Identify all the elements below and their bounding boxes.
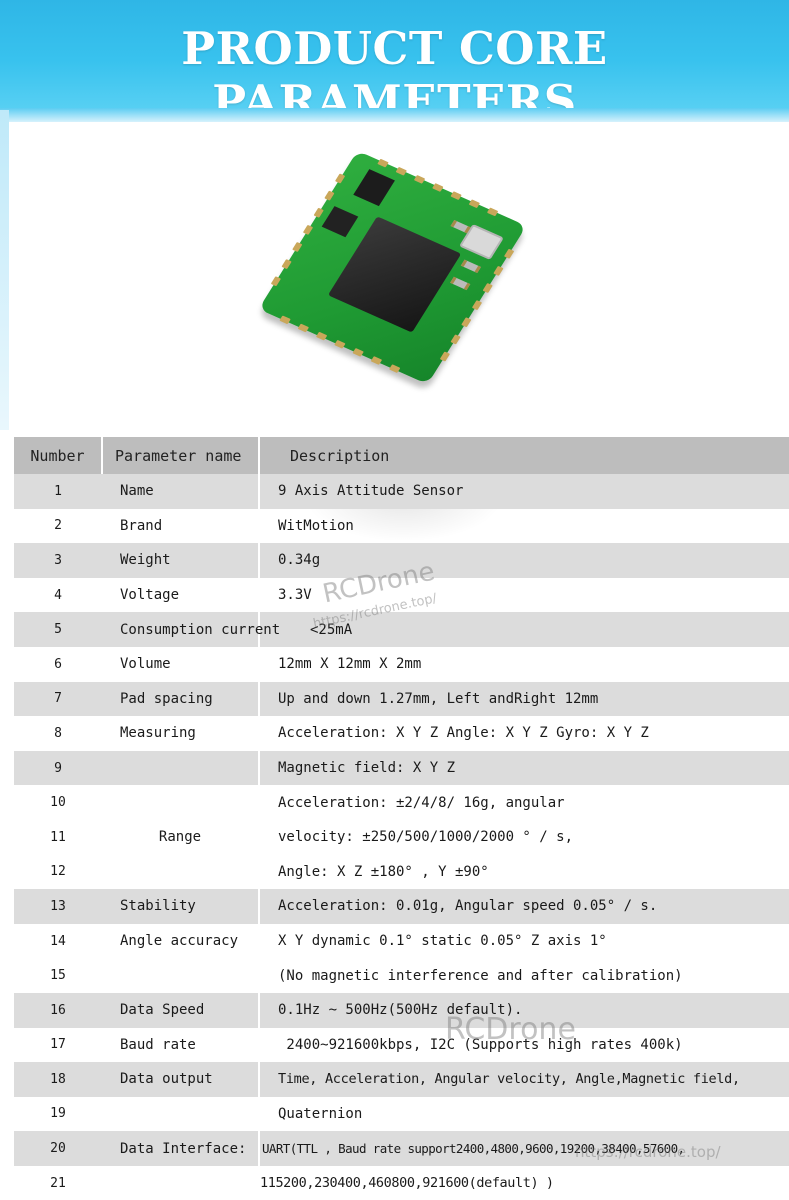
module-capacitor xyxy=(460,259,482,273)
row-description: WitMotion xyxy=(278,517,354,534)
module-capacitor xyxy=(450,276,471,291)
table-row: 19 Quaternion xyxy=(14,1096,789,1132)
table-row: 20 Data Interface: UART(TTL , Baud rate … xyxy=(14,1131,789,1166)
row-parameter: Pad spacing xyxy=(102,681,260,717)
table-row: 10 Acceleration: ±2/4/8/ 16g, angular xyxy=(14,785,789,820)
row-number: 8 xyxy=(54,725,62,741)
row-description: Quaternion xyxy=(278,1105,363,1122)
row-number: 16 xyxy=(14,992,102,1028)
row-parameter: Voltage xyxy=(102,577,260,613)
row-number: 2 xyxy=(54,518,62,534)
row-description: 0.34g xyxy=(259,543,789,578)
row-parameter xyxy=(102,785,260,820)
header-description: Description xyxy=(259,437,789,474)
row-description: 115200,230400,460800,921600(default) ) xyxy=(260,1175,554,1192)
table-row: 4 Voltage 3.3V xyxy=(14,577,789,613)
row-description: Angle: X Z ±180° , Y ±90° xyxy=(278,863,489,880)
row-parameter: Name xyxy=(102,474,260,509)
table-row: 7 Pad spacing Up and down 1.27mm, Left a… xyxy=(14,681,789,717)
row-number: 1 xyxy=(14,474,102,509)
table-row: 17 Baud rate 2400~921600kbps, I2C (Suppo… xyxy=(14,1027,789,1063)
row-description: Up and down 1.27mm, Left andRight 12mm xyxy=(259,681,789,717)
table-row: 21 115200,230400,460800,921600(default) … xyxy=(14,1165,789,1200)
row-parameter: Data output xyxy=(102,1062,260,1097)
row-number: 7 xyxy=(14,681,102,717)
row-parameter: Volume xyxy=(102,646,260,682)
header-parameter-name: Parameter name xyxy=(102,437,260,474)
row-description: Acceleration: X Y Z Angle: X Y Z Gyro: X… xyxy=(278,725,649,742)
module-chip-small xyxy=(353,169,395,207)
row-description: X Y dynamic 0.1° static 0.05° Z axis 1° xyxy=(278,933,607,950)
title-banner: PRODUCT CORE PARAMETERS xyxy=(0,0,789,128)
table-row: 15 (No magnetic interference and after c… xyxy=(14,958,789,993)
module-capacitor xyxy=(450,220,471,234)
row-description: velocity: ±250/500/1000/2000 ° / s, xyxy=(278,829,574,846)
row-description: Magnetic field: X Y Z xyxy=(259,750,789,786)
table-row: 5 Consumption current <25mA xyxy=(14,612,789,647)
row-description: 12mm X 12mm X 2mm xyxy=(278,656,422,673)
row-number: 17 xyxy=(50,1037,66,1053)
row-number: 19 xyxy=(50,1106,66,1122)
table-row: 8 Measuring Acceleration: X Y Z Angle: X… xyxy=(14,716,789,751)
table-row: 16 Data Speed 0.1Hz ~ 500Hz(500Hz defaul… xyxy=(14,992,789,1028)
row-number: 20 xyxy=(14,1131,102,1166)
row-number: 6 xyxy=(54,656,62,672)
table-row: 11 Range velocity: ±250/500/1000/2000 ° … xyxy=(14,819,789,855)
row-description: (No magnetic interference and after cali… xyxy=(278,967,683,984)
row-number: 9 xyxy=(14,750,102,786)
row-description: Acceleration: ±2/4/8/ 16g, angular xyxy=(278,794,565,811)
row-number: 18 xyxy=(14,1062,102,1097)
row-number: 4 xyxy=(54,587,62,603)
row-parameter: Range xyxy=(102,819,260,855)
table-row: 6 Volume 12mm X 12mm X 2mm xyxy=(14,646,789,682)
row-number: 5 xyxy=(14,612,102,647)
row-description: 3.3V xyxy=(278,587,312,604)
row-parameter xyxy=(102,854,260,890)
banner-divider xyxy=(0,108,789,122)
module-main-chip xyxy=(327,216,462,333)
row-description: Time, Acceleration, Angular velocity, An… xyxy=(259,1062,789,1097)
row-parameter: Weight xyxy=(102,543,260,578)
row-number: 21 xyxy=(50,1175,66,1191)
table-row: 9 Magnetic field: X Y Z xyxy=(14,750,789,786)
row-description: UART(TTL , Baud rate support2400,4800,96… xyxy=(259,1131,789,1166)
row-parameter: Consumption current xyxy=(102,612,280,647)
table-row: 18 Data output Time, Acceleration, Angul… xyxy=(14,1062,789,1097)
row-parameter: Baud rate xyxy=(102,1027,260,1063)
table-row: 14 Angle accuracy X Y dynamic 0.1° stati… xyxy=(14,923,789,959)
row-number: 15 xyxy=(50,968,66,984)
row-parameter: Data Interface: xyxy=(102,1131,260,1166)
row-parameter xyxy=(102,1165,260,1200)
table-row: 13 Stability Acceleration: 0.01g, Angula… xyxy=(14,889,789,924)
row-number: 3 xyxy=(14,543,102,578)
row-description: 0.1Hz ~ 500Hz(500Hz default). xyxy=(259,992,789,1028)
table-header-row: Number Parameter name Description xyxy=(14,437,789,474)
parameters-table: Number Parameter name Description 1 Name… xyxy=(14,437,789,1200)
row-number: 13 xyxy=(14,889,102,924)
left-frame-accent xyxy=(0,110,9,430)
row-parameter: Stability xyxy=(102,889,260,924)
row-parameter xyxy=(102,1096,260,1132)
header-number: Number xyxy=(14,437,103,474)
table-row: 2 Brand WitMotion xyxy=(14,508,789,544)
row-number: 12 xyxy=(50,864,66,880)
module-chip-side xyxy=(321,206,359,238)
row-description: 2400~921600kbps, I2C (Supports high rate… xyxy=(278,1036,683,1053)
table-row: 12 Angle: X Z ±180° , Y ±90° xyxy=(14,854,789,890)
row-description: <25mA xyxy=(259,612,789,647)
row-parameter xyxy=(102,958,260,993)
row-number: 11 xyxy=(50,829,66,845)
row-description: Acceleration: 0.01g, Angular speed 0.05°… xyxy=(259,889,789,924)
table-row: 1 Name 9 Axis Attitude Sensor xyxy=(14,474,789,509)
row-number: 10 xyxy=(50,795,66,811)
table-row: 3 Weight 0.34g xyxy=(14,543,789,578)
row-description: 9 Axis Attitude Sensor xyxy=(259,474,789,509)
row-parameter: Measuring xyxy=(102,716,260,751)
page-title: PRODUCT CORE PARAMETERS xyxy=(181,22,608,128)
row-parameter xyxy=(102,750,260,786)
row-parameter: Angle accuracy xyxy=(102,923,260,959)
row-parameter: Data Speed xyxy=(102,992,260,1028)
row-parameter: Brand xyxy=(102,508,260,544)
row-number: 14 xyxy=(50,933,66,949)
